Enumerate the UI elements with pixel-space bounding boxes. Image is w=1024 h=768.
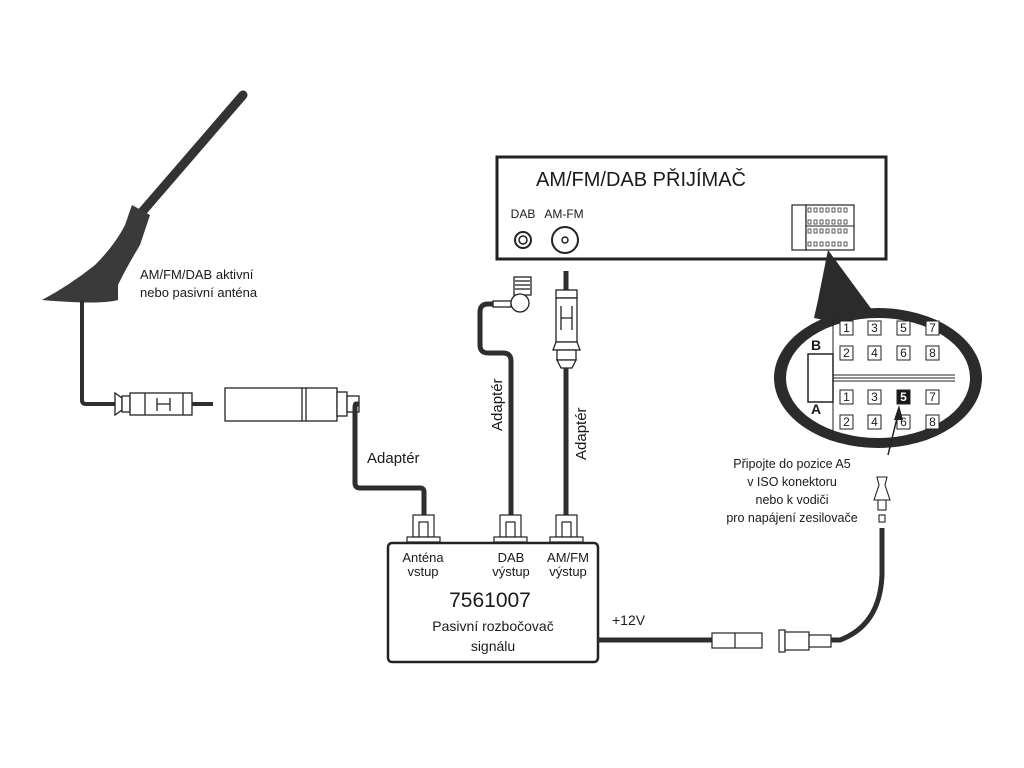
splitter-amfm-output-label: AM/FM výstup — [538, 551, 598, 579]
pin-b3: 3 — [871, 321, 878, 335]
pin-b6: 6 — [900, 346, 907, 360]
splitter-name-line2: signálu — [470, 638, 516, 654]
pin-b5: 5 — [900, 321, 907, 335]
dab-adapter-plug-icon — [492, 276, 532, 313]
amfm-socket-icon — [551, 226, 579, 254]
splitter-dab-output-label: DAB výstup — [483, 551, 539, 579]
power-connector-female-icon — [778, 629, 832, 653]
pin-a7: 7 — [929, 390, 936, 404]
pin-b1: 1 — [843, 321, 850, 335]
power-note-line4: pro napájení zesilovače — [726, 511, 858, 525]
splitter-name-line1: Pasivní rozbočovač — [432, 618, 554, 634]
receiver-title: AM/FM/DAB PŘIJÍMAČ — [536, 168, 746, 191]
pin-b4: 4 — [871, 346, 878, 360]
iso-connector-icon — [791, 204, 855, 251]
antenna-plug-icon — [114, 391, 213, 417]
power-connector-male-icon — [711, 632, 763, 649]
pin-b8: 8 — [929, 346, 936, 360]
antenna-adapter-label: Adaptér — [367, 450, 420, 467]
antenna-label-line2: nebo pasivní anténa — [140, 285, 258, 300]
iso-connector-detail: B A 1 3 5 7 2 4 6 8 1 3 5 7 2 — [774, 308, 982, 456]
receiver-dab-label: DAB — [511, 207, 536, 221]
voltage-label: +12V — [612, 612, 646, 628]
pin-a2: 2 — [843, 415, 850, 429]
dab-socket-icon — [514, 231, 532, 249]
power-note-line2: v ISO konektoru — [747, 475, 837, 489]
amfm-adapter-plug-icon — [552, 271, 581, 369]
splitter-name: Pasivní rozbočovač signálu — [393, 616, 593, 656]
splitter-dab-line2: výstup — [492, 564, 530, 579]
splitter-amfm-line2: výstup — [549, 564, 587, 579]
antenna-icon — [42, 90, 248, 303]
power-note-line3: nebo k vodiči — [755, 493, 829, 507]
splitter-connectors — [406, 514, 584, 543]
splitter-input-label: Anténa vstup — [393, 551, 453, 579]
pin-b2: 2 — [843, 346, 850, 360]
pin-a3: 3 — [871, 390, 878, 404]
splitter-box — [386, 541, 600, 664]
receiver-unit: AM/FM/DAB PŘIJÍMAČ DAB AM-FM — [495, 155, 888, 261]
splitter-amfm-line1: AM/FM — [547, 550, 589, 565]
splitter-input-line2: vstup — [407, 564, 439, 579]
pin-a8: 8 — [929, 415, 936, 429]
antenna-adapter-icon — [224, 387, 360, 422]
splitter-part-number: 7561007 — [449, 589, 531, 612]
antenna-label: AM/FM/DAB aktivní nebo pasivní anténa — [140, 266, 257, 302]
pin-a5-highlight — [896, 389, 911, 405]
splitter-dab-line1: DAB — [497, 550, 525, 565]
iso-row-b-label: B — [811, 337, 821, 353]
pin-a6: 6 — [900, 415, 907, 429]
power-note: Připojte do pozice A5 v ISO konektoru ne… — [707, 455, 877, 527]
pin-a1: 1 — [843, 390, 850, 404]
splitter-input-line1: Anténa — [402, 550, 444, 565]
antenna-label-line1: AM/FM/DAB aktivní — [140, 267, 254, 282]
iso-row-a-label: A — [811, 401, 821, 417]
receiver-amfm-label: AM-FM — [544, 207, 583, 221]
power-note-line1: Připojte do pozice A5 — [733, 457, 851, 471]
pin-a5: 5 — [900, 390, 907, 404]
dab-adapter-label: Adaptér — [489, 378, 506, 431]
pin-b7: 7 — [929, 321, 936, 335]
pin-a4: 4 — [871, 415, 878, 429]
amfm-adapter-label: Adaptér — [573, 407, 590, 460]
pin-terminal-icon — [873, 476, 891, 523]
